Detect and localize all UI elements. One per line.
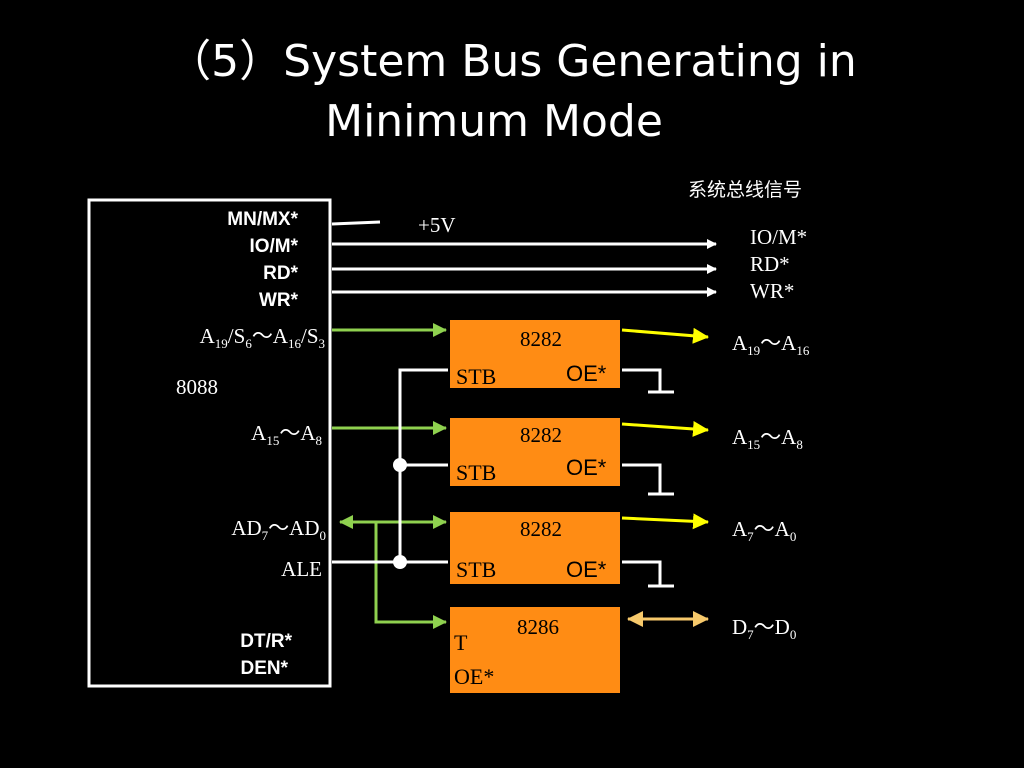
bus-wr: WR* bbox=[750, 279, 794, 303]
a19-output-arrow bbox=[621, 327, 709, 344]
latch-2-stb: STB bbox=[456, 460, 496, 485]
system-bus-label: 系统总线信号 bbox=[688, 179, 802, 201]
pin-a19-s3: A19/S6～A16/S3 bbox=[200, 324, 325, 351]
slide-title: （5）System Bus Generating in Minimum Mode bbox=[0, 32, 1024, 152]
pin-a15-a8: A15～A8 bbox=[251, 421, 322, 448]
ground-symbol-1 bbox=[622, 368, 674, 394]
transceiver bbox=[450, 607, 620, 693]
ad-to-transceiver-arrow bbox=[374, 522, 447, 629]
bus-d7-d0: D7～D0 bbox=[732, 615, 796, 642]
latch-2-name: 8282 bbox=[520, 423, 562, 447]
ground-symbol-2 bbox=[622, 463, 674, 496]
transceiver-oe: OE* bbox=[454, 664, 494, 689]
latch-2 bbox=[450, 418, 620, 486]
pin-wr: WR* bbox=[259, 290, 299, 311]
latch-1-oe: OE* bbox=[566, 361, 607, 386]
cpu-box bbox=[87, 198, 332, 688]
pin-mnmx: MN/MX* bbox=[227, 209, 298, 230]
vcc-label: +5V bbox=[418, 213, 456, 237]
pin-iom: IO/M* bbox=[249, 236, 298, 257]
latch-2-oe: OE* bbox=[566, 455, 607, 480]
title-line-2: Minimum Mode bbox=[325, 96, 663, 147]
pin-dtr: DT/R* bbox=[240, 631, 292, 652]
transceiver-t: T bbox=[454, 630, 468, 655]
latch-1 bbox=[450, 320, 620, 388]
latch-1-name: 8282 bbox=[520, 327, 562, 351]
a15-output-arrow bbox=[621, 420, 709, 437]
bus-a19-a16: A19～A16 bbox=[732, 331, 810, 358]
pin-den: DEN* bbox=[240, 658, 288, 679]
transceiver-name: 8286 bbox=[517, 615, 559, 639]
ale-junction bbox=[393, 555, 407, 569]
stb-bus-wire bbox=[398, 368, 448, 562]
ground-symbol-3 bbox=[622, 560, 674, 588]
cpu-name: 8088 bbox=[176, 375, 218, 399]
latch-3 bbox=[450, 512, 620, 584]
latch-1-stb: STB bbox=[456, 364, 496, 389]
bus-iom: IO/M* bbox=[750, 225, 807, 249]
pin-rd: RD* bbox=[263, 263, 298, 284]
latch-3-name: 8282 bbox=[520, 517, 562, 541]
title-line-1: （5）System Bus Generating in bbox=[167, 36, 857, 87]
latch-3-stb: STB bbox=[456, 557, 496, 582]
pin-ale: ALE bbox=[281, 557, 322, 581]
stb-junction-1 bbox=[393, 458, 407, 472]
a7-output-arrow bbox=[621, 513, 709, 530]
pin-ad7-ad0: AD7～AD0 bbox=[231, 516, 326, 543]
bus-a15-a8: A15～A8 bbox=[732, 425, 803, 452]
bus-rd: RD* bbox=[750, 252, 790, 276]
bus-a7-a0: A7～A0 bbox=[732, 517, 796, 544]
vcc-wire bbox=[331, 220, 381, 226]
latch-3-oe: OE* bbox=[566, 557, 607, 582]
